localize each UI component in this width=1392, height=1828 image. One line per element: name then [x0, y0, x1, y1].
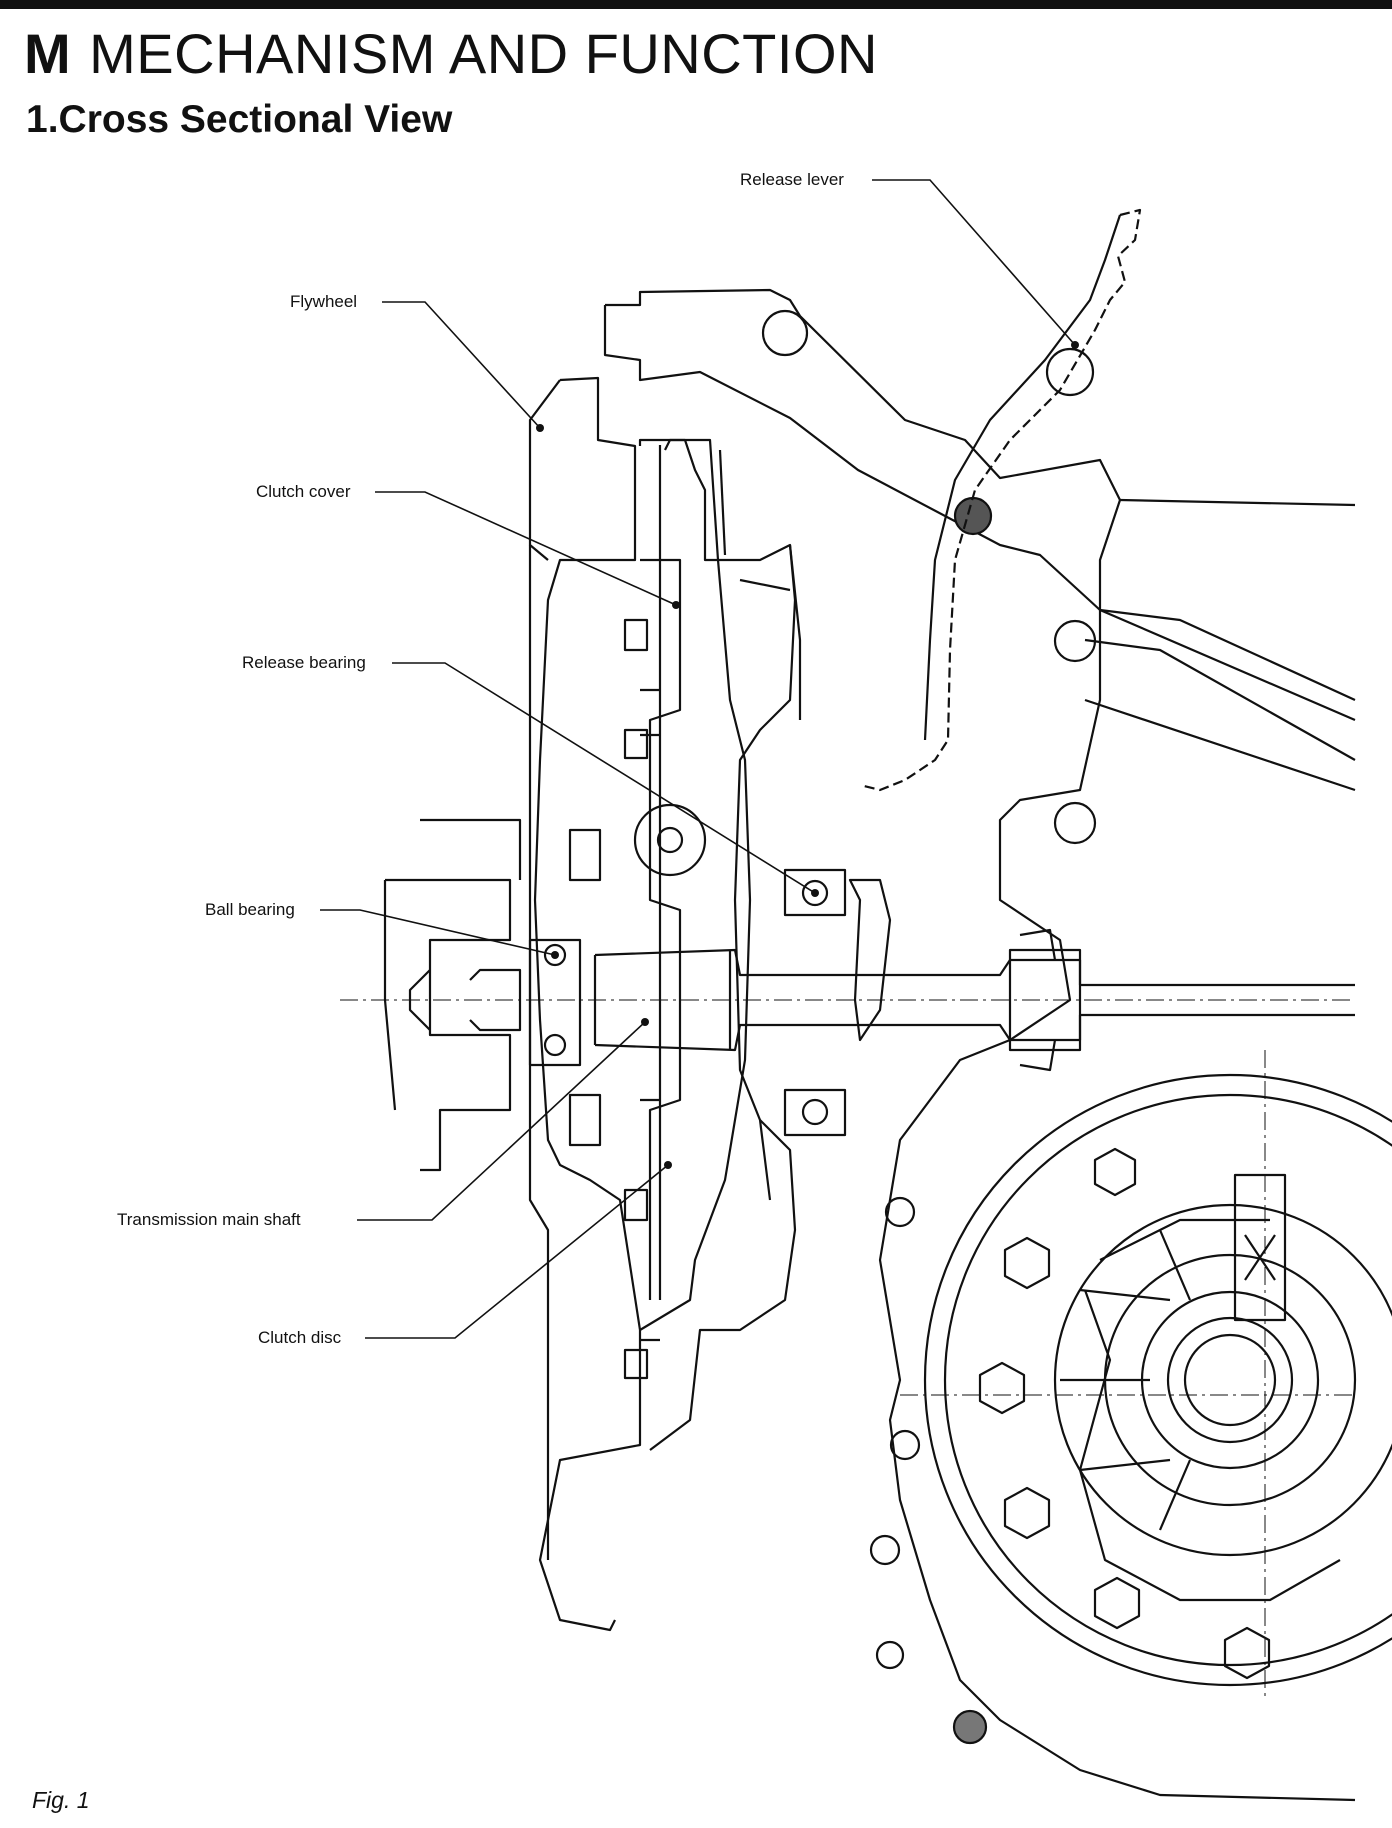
- ring-gear: [923, 1073, 1392, 1687]
- leader-flywheel: [382, 301, 541, 429]
- figure-caption: Fig. 1: [32, 1787, 90, 1813]
- clutch-disc-label: Clutch disc: [258, 1328, 342, 1347]
- release-bearing-label: Release bearing: [242, 653, 366, 672]
- section-letter: M: [24, 22, 72, 85]
- clutch-cover-label: Clutch cover: [256, 482, 351, 501]
- section-title: MECHANISM AND FUNCTION: [89, 22, 878, 85]
- flywheel-shape: [533, 376, 642, 1632]
- leader-release-bearing: [392, 662, 816, 894]
- leader-release-lever: [872, 179, 1076, 346]
- transmission-housing: [605, 288, 1356, 1802]
- release-lever-label: Release lever: [740, 170, 844, 189]
- leader-clutch-cover: [375, 491, 677, 606]
- ball-bearing-label: Ball bearing: [205, 900, 295, 919]
- transmission-main-shaft-label: Transmission main shaft: [117, 1210, 301, 1229]
- main-shaft-shape: [594, 948, 1355, 987]
- flywheel-label: Flywheel: [290, 292, 358, 311]
- release-lever-shape: [859, 208, 1142, 792]
- release-bearing-shape: [783, 868, 847, 917]
- leader-clutch-disc: [365, 1164, 669, 1339]
- clutch-cover-shape: [649, 438, 797, 1451]
- subsection-title: 1.Cross Sectional View: [26, 98, 453, 141]
- leader-main-shaft: [357, 1021, 646, 1221]
- top-rule: [0, 0, 1392, 9]
- leader-ball-bearing: [320, 909, 556, 956]
- ball-bearing-shape: [543, 943, 567, 967]
- clutch-disc-shape: [640, 558, 682, 1300]
- page-title: M MECHANISM AND FUNCTION: [24, 24, 878, 84]
